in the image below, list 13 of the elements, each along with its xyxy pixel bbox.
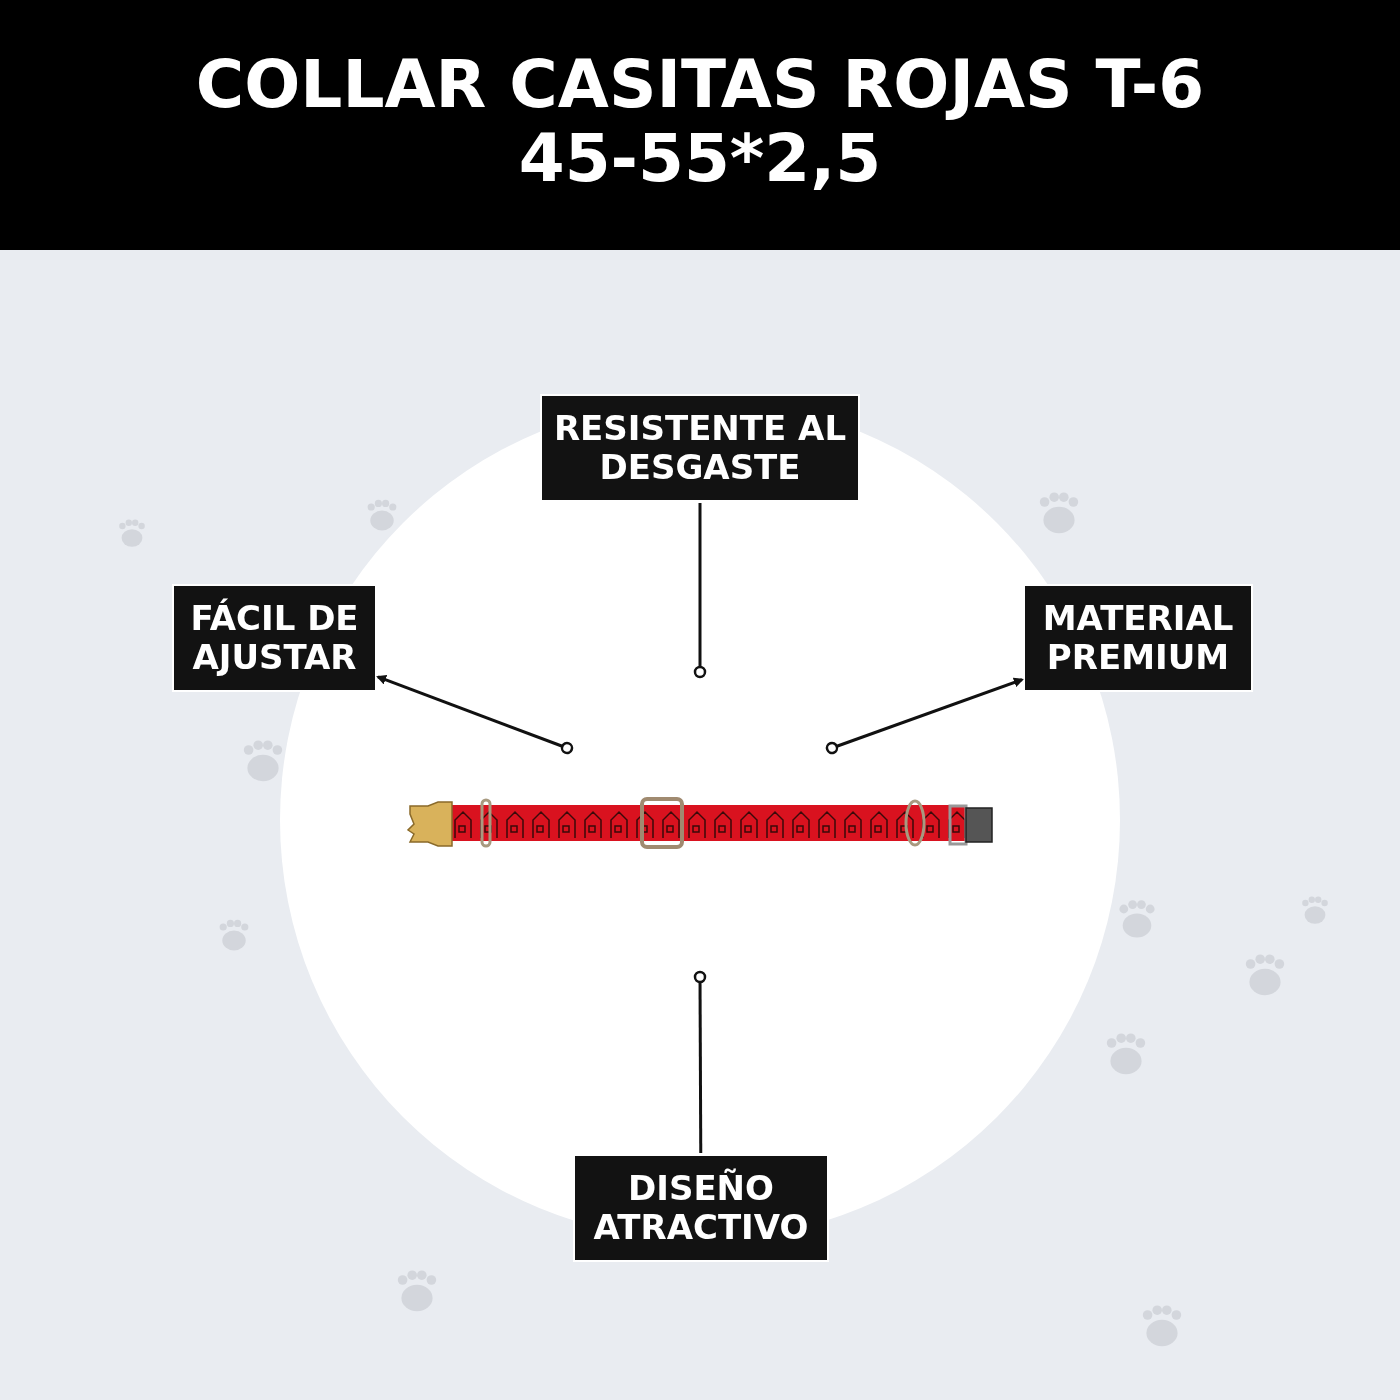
title: COLLAR CASITAS ROJAS T-6 45-55*2,5 (194, 48, 1206, 196)
callout-text: DISEÑO ATRACTIVO (592, 1169, 810, 1247)
callout-box (542, 396, 858, 500)
callout-box (1025, 586, 1251, 690)
callout-box (174, 586, 375, 690)
callout-text: FÁCIL DE AJUSTAR (189, 599, 360, 677)
callout-text: RESISTENTE AL DESGASTE (552, 409, 848, 487)
leader-line (693, 503, 707, 679)
leader-line (825, 677, 1024, 755)
callout-box (575, 1156, 827, 1260)
callout-text: MATERIAL PREMIUM (1041, 599, 1235, 677)
leader-line (376, 675, 574, 755)
leader-line (693, 970, 707, 1153)
